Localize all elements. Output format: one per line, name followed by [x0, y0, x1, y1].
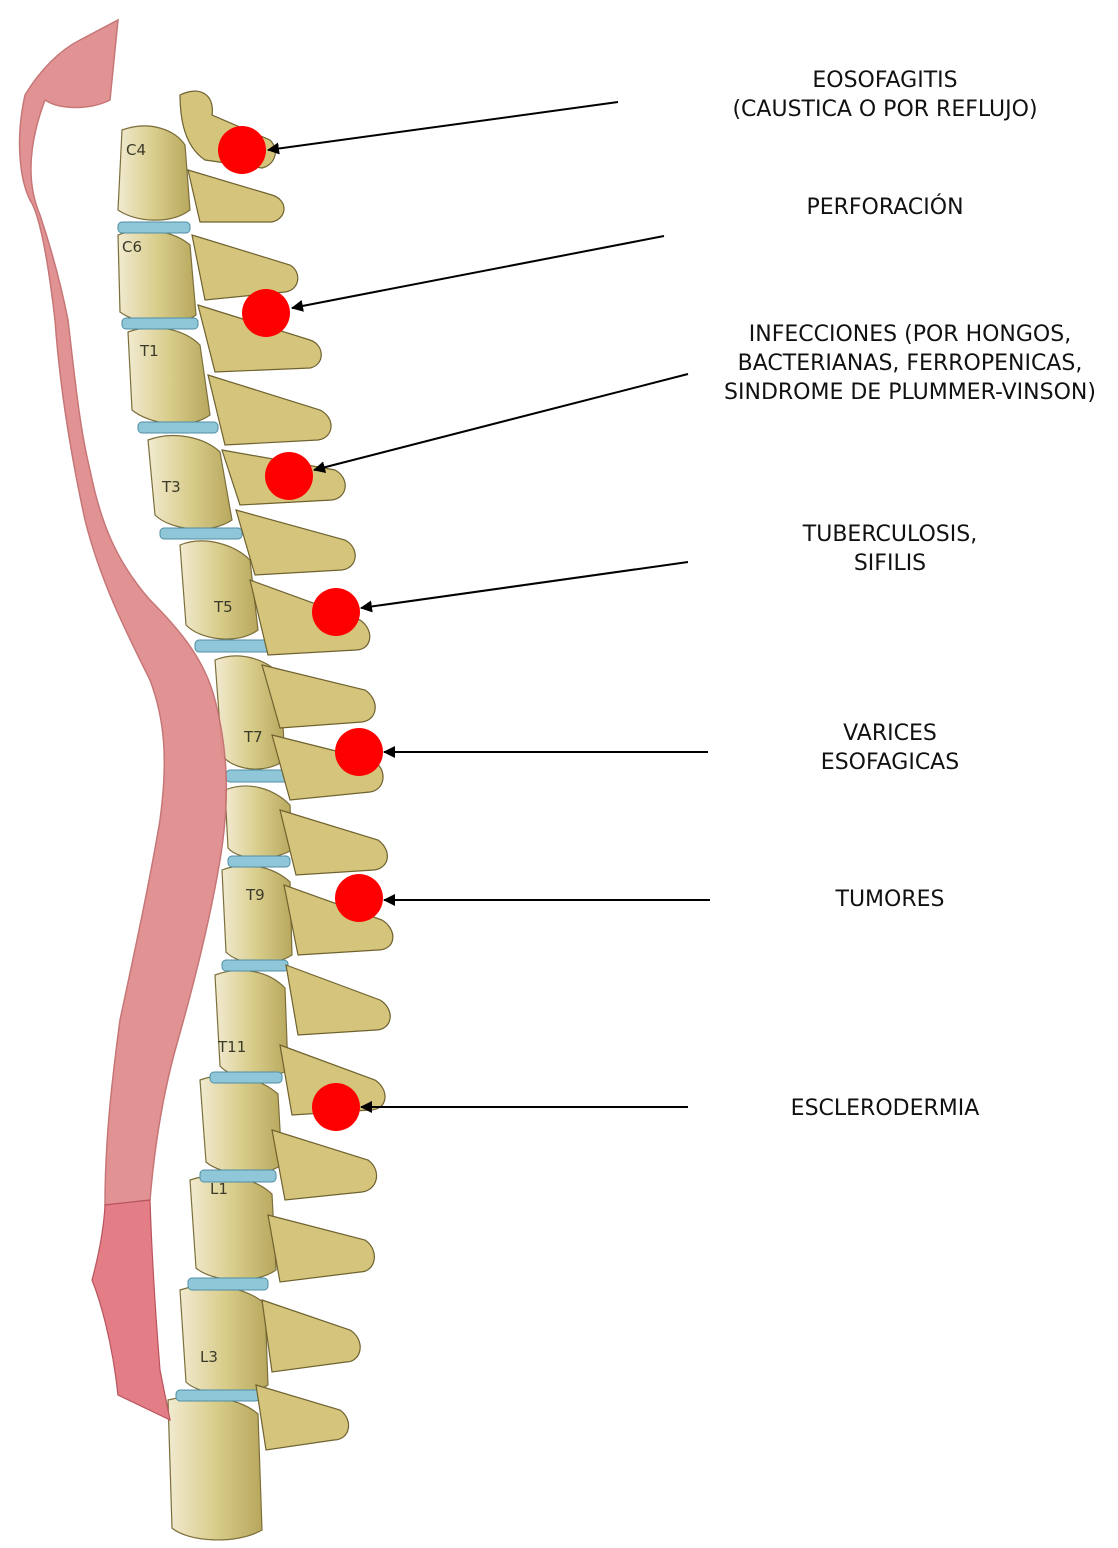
vertebra-label: T1: [139, 342, 159, 360]
vertebra-label: C6: [122, 238, 142, 256]
marker-dot: [335, 874, 383, 922]
arrow-perforacion: [292, 236, 664, 308]
marker-dot: [312, 588, 360, 636]
vertebra-label: T9: [245, 886, 265, 904]
vertebra-label: T11: [217, 1038, 246, 1056]
annotation-label-infecciones: INFECCIONES (POR HONGOS, BACTERIANAS, FE…: [705, 320, 1115, 407]
annotation-label-tuberculosis: TUBERCULOSIS, SIFILIS: [740, 520, 1040, 578]
arrow-infecciones: [314, 374, 688, 470]
annotation-label-varices: VARICES ESOFAGICAS: [740, 719, 1040, 777]
annotation-label-eosofagitis: EOSOFAGITIS (CAUSTICA O POR REFLUJO): [720, 66, 1050, 124]
arrow-eosofagitis: [268, 102, 618, 150]
esophagus-lower: [92, 1200, 170, 1420]
annotation-label-tumores: TUMORES: [740, 885, 1040, 914]
annotation-label-esclerodermia: ESCLERODERMIA: [730, 1094, 1040, 1123]
vertebra-label: L1: [210, 1180, 228, 1198]
marker-dot: [218, 126, 266, 174]
marker-dot: [265, 452, 313, 500]
annotation-label-perforacion: PERFORACIÓN: [720, 193, 1050, 222]
vertebra-label: L3: [200, 1348, 218, 1366]
vertebra-label: T7: [243, 728, 263, 746]
marker-dot: [312, 1083, 360, 1131]
vertebra-label: T5: [213, 598, 233, 616]
marker-dot: [335, 728, 383, 776]
arrow-tuberculosis: [361, 562, 688, 608]
vertebra-label: C4: [126, 141, 146, 159]
vertebra-label: T3: [161, 478, 181, 496]
marker-dot: [242, 289, 290, 337]
